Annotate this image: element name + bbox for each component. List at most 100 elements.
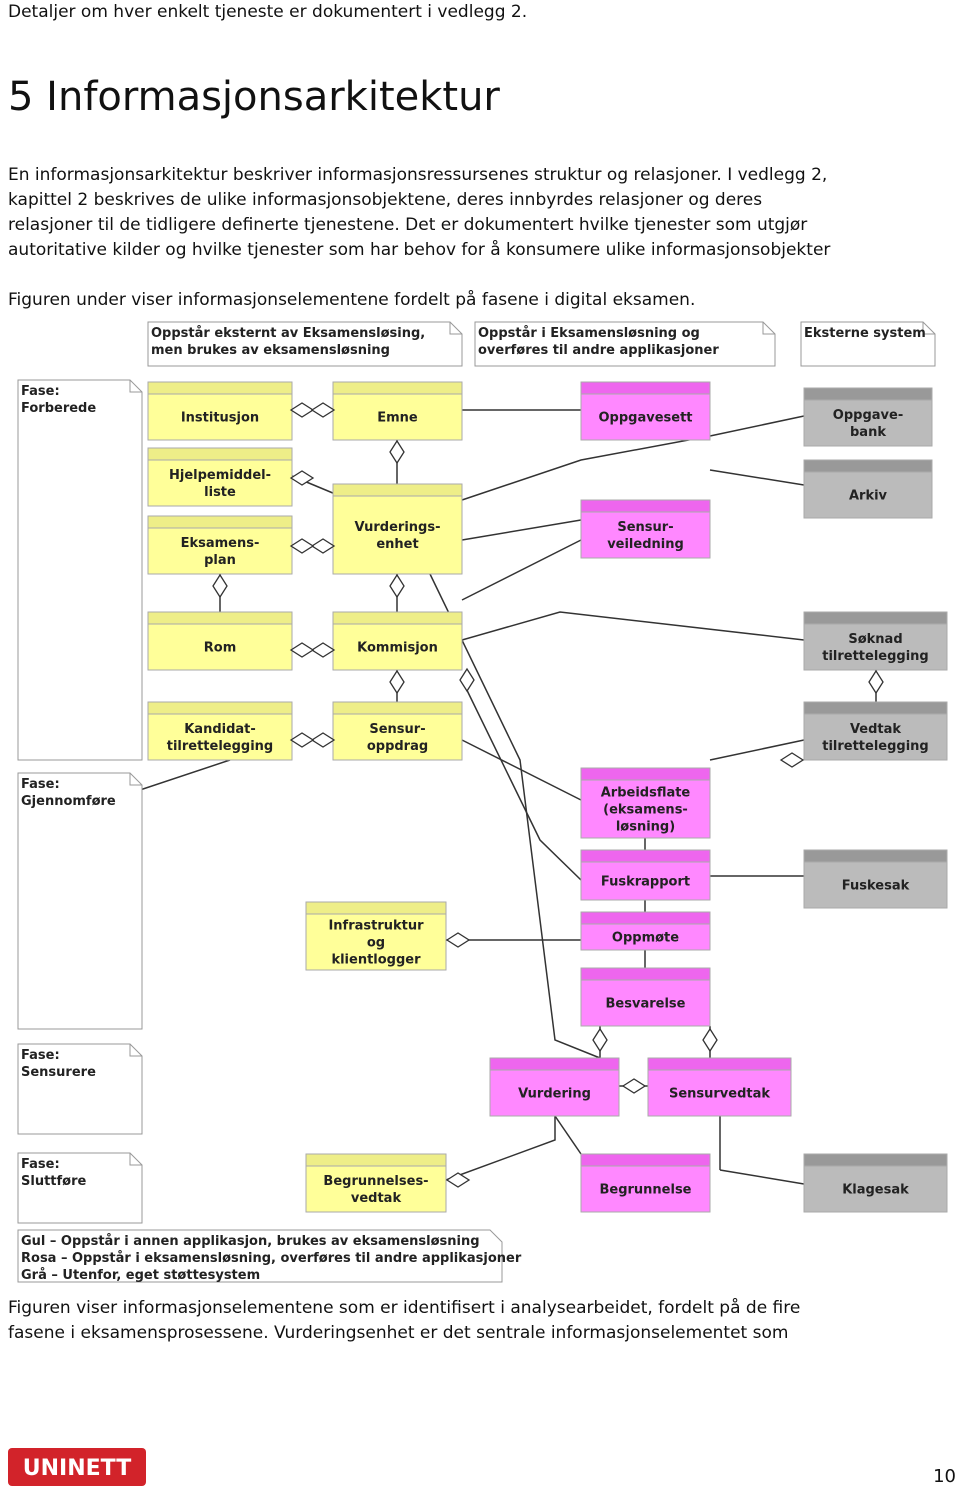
entity-sensuroppdrag: Sensur-oppdrag <box>332 701 463 761</box>
entity-sensurvedtak: Sensurvedtak <box>647 1057 792 1117</box>
information-architecture-diagram: Fase:ForberedeFase:GjennomføreFase:Sensu… <box>17 321 948 1283</box>
relation-line <box>461 679 582 881</box>
relation-line <box>461 415 805 501</box>
entity-label: Vurderings- <box>355 520 441 535</box>
aggregation-diamond <box>779 752 805 768</box>
entity-vedtak: Vedtak tilrettelegging <box>803 701 948 761</box>
entity-label: Besvarelse <box>606 997 686 1012</box>
legend-entry: Rosa – Oppstår i eksamensløsning, overfø… <box>21 1251 522 1266</box>
note-text: Eksterne system <box>804 326 926 341</box>
legend-entry: Gul – Oppstår i annen applikasjon, bruke… <box>21 1234 480 1249</box>
entity-arbeidsflate: Arbeidsflate(eksamens-løsning) <box>580 767 711 839</box>
entity-oppgavesett: Oppgavesett <box>580 381 711 441</box>
aggregation-diamond <box>289 732 315 748</box>
entity-label: Oppgave- <box>833 408 903 423</box>
legend-note-note3: Eksterne system <box>800 321 936 367</box>
header-line: Detaljer om hver enkelt tjeneste er doku… <box>8 2 528 22</box>
entity-label: Sensur- <box>617 520 673 535</box>
note-text: Oppstår eksternt av Eksamensløsing, <box>151 326 425 341</box>
intro-line: relasjoner til de tidligere definerte tj… <box>8 215 808 235</box>
entity-label: Vedtak <box>850 722 901 737</box>
entity-label: Institusjon <box>181 411 259 426</box>
note-text: Fase: <box>21 1157 60 1172</box>
entity-vurdering: Vurdering <box>489 1057 620 1117</box>
note-text: Sluttføre <box>21 1174 87 1189</box>
entity-oppmote: Oppmøte <box>580 911 711 951</box>
caption-line: fasene i eksamensprosessene. Vurderingse… <box>8 1323 789 1343</box>
aggregation-diamond <box>289 470 315 486</box>
phase-forberede: Fase: Forberede <box>17 379 143 761</box>
color-legend: Gul – Oppstår i annen applikasjon, bruke… <box>17 1229 522 1283</box>
caption-line: Figuren viser informasjonselementene som… <box>8 1298 801 1318</box>
relation-line <box>719 1169 805 1185</box>
page-number: 10 <box>933 1466 956 1487</box>
intro-line: kapittel 2 beskrives de ulike informasjo… <box>8 190 763 210</box>
note-text: Oppstår i Eksamensløsning og <box>478 326 700 341</box>
section-title: 5 Informasjonsarkitektur <box>8 74 500 120</box>
entity-kandidat: Kandidat-tilrettelegging <box>147 701 293 761</box>
entity-label: Emne <box>377 411 418 426</box>
entity-label: bank <box>850 425 886 440</box>
entity-label: Eksamens- <box>181 536 260 551</box>
legend-entry: Grå – Utenfor, eget støttesystem <box>21 1268 260 1283</box>
entity-label: Oppgavesett <box>598 411 692 426</box>
entity-label: Klagesak <box>842 1183 909 1198</box>
relation-line <box>709 739 805 761</box>
entity-label: Arkiv <box>849 489 888 504</box>
aggregation-diamond <box>621 1078 647 1094</box>
phase-sensurere: Fase:Sensurere <box>17 1043 143 1135</box>
entity-label: Fuskrapport <box>601 875 690 890</box>
entity-arkiv: Arkiv <box>803 459 933 519</box>
entity-label: Hjelpemiddel- <box>169 468 271 483</box>
aggregation-diamond <box>389 669 405 695</box>
aggregation-diamond <box>389 439 405 465</box>
entity-label: tilrettelegging <box>167 739 274 754</box>
aggregation-diamond <box>445 932 471 948</box>
relation-line <box>429 573 601 1059</box>
phase-gjennomfore: Fase:Gjennomføre <box>17 772 143 1030</box>
relation-line <box>445 1116 556 1181</box>
note-text: Gjennomføre <box>21 794 116 809</box>
note-text: men brukes av eksamensløsning <box>151 343 390 358</box>
aggregation-diamond <box>459 667 475 693</box>
entity-label: løsning) <box>616 820 675 835</box>
entity-label: liste <box>204 485 236 500</box>
entity-infrastruktur: Infrastruktur og klientlogger <box>305 901 447 971</box>
entity-fuskrapport: Fuskrapport <box>580 849 711 901</box>
entity-label: Infrastruktur <box>328 919 424 934</box>
entity-label: Vurdering <box>518 1087 591 1102</box>
note-text: Forberede <box>21 401 96 416</box>
phase-sluttfore: Fase: Sluttføre <box>17 1152 143 1224</box>
intro-line: autoritative kilder og hvilke tjenester … <box>8 240 831 260</box>
entity-sensurveiledning: Sensur-veiledning <box>580 499 711 559</box>
entity-label: Oppmøte <box>612 931 679 946</box>
entity-label: klientlogger <box>331 953 421 968</box>
entity-vurderingsenhet: Vurderings-enhet <box>332 483 463 575</box>
relation-line <box>554 1115 582 1155</box>
entity-label: tilrettelegging <box>822 649 929 664</box>
entity-label: Begrunnelses- <box>323 1174 428 1189</box>
intro-line: En informasjonsarkitektur beskriver info… <box>8 165 828 185</box>
entity-begrunnelsesvedtak: Begrunnelses-vedtak <box>305 1153 447 1213</box>
aggregation-diamond <box>310 642 336 658</box>
entity-label: Rom <box>204 641 237 656</box>
entity-kommisjon: Kommisjon <box>332 611 463 671</box>
uninett-logo: UNINETT <box>8 1448 146 1490</box>
relation-line <box>461 539 582 601</box>
aggregation-diamond <box>289 402 315 418</box>
entity-label: (eksamens- <box>603 803 688 818</box>
entity-label: tilrettelegging <box>822 739 929 754</box>
entity-emne: Emne <box>332 381 463 441</box>
aggregation-diamond <box>310 402 336 418</box>
relation-line <box>461 519 582 541</box>
entity-label: og <box>367 936 385 951</box>
entity-label: oppdrag <box>367 739 428 754</box>
intro-paragraph: En informasjonsarkitektur beskriver info… <box>8 163 954 263</box>
note-text: Fase: <box>21 384 60 399</box>
figure-intro: Figuren under viser informasjonselemente… <box>8 290 696 310</box>
entity-besvarelse: Besvarelse <box>580 967 711 1027</box>
entity-rom: Rom <box>147 611 293 671</box>
aggregation-diamond <box>289 642 315 658</box>
entity-klagesak: Klagesak <box>803 1153 948 1213</box>
